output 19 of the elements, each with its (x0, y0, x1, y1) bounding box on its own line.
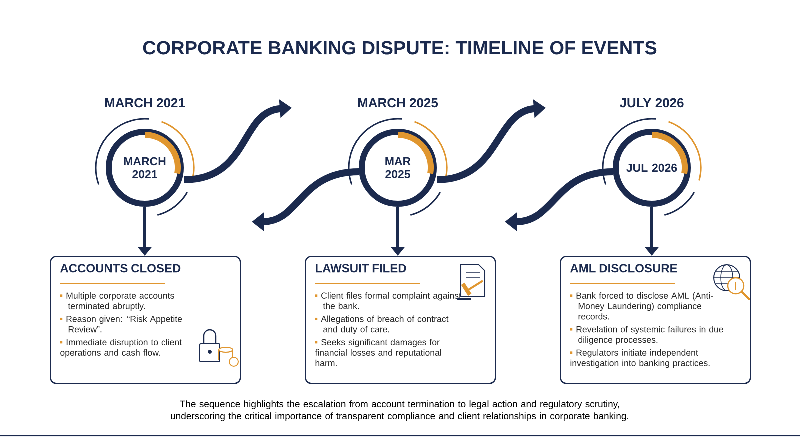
bullet-item: Regulators initiate independent investigation into banking practices. (570, 350, 710, 368)
event-card (305, 256, 496, 384)
date-heading: JULY 2026 (620, 98, 684, 108)
bullet-item: Seeks significant damages for financial losses and reputational harm. (315, 339, 442, 366)
date-heading: MARCH 2025 (358, 98, 438, 108)
bullet-item: Revelation of systemic failures in due diligence processes. (570, 326, 724, 345)
bullet-item: Multiple corporate accounts terminated abruptly. (60, 292, 174, 312)
bullet-item: Bank forced to disclose AML (Anti-Money Laundering) compliance records. (570, 292, 714, 320)
date-heading: MARCH 2021 (105, 98, 186, 108)
event-card (50, 256, 242, 384)
bullet-item: Reason given: “Risk Appetite Review”. (60, 316, 182, 333)
bullet-item: Immediate disruption to client operations and cash flow. (60, 339, 182, 358)
box-heading: AML DISCLOSURE (570, 264, 678, 273)
box-heading: ACCOUNTS CLOSED (60, 264, 181, 273)
bullet-item: Allegations of breach of contract and duty of care. (315, 316, 449, 334)
caption: The sequence highlights the escalation from account termination to legal action and regulatory scrutiny, underscoring the critical importance of transparent compliance and client relationships in corporate banking. (171, 400, 628, 422)
box-heading: LAWSUIT FILED (316, 264, 406, 273)
title: CORPORATE BANKING DISPUTE: TIMELINE OF EVENTS (143, 41, 657, 55)
event-card (560, 256, 752, 384)
